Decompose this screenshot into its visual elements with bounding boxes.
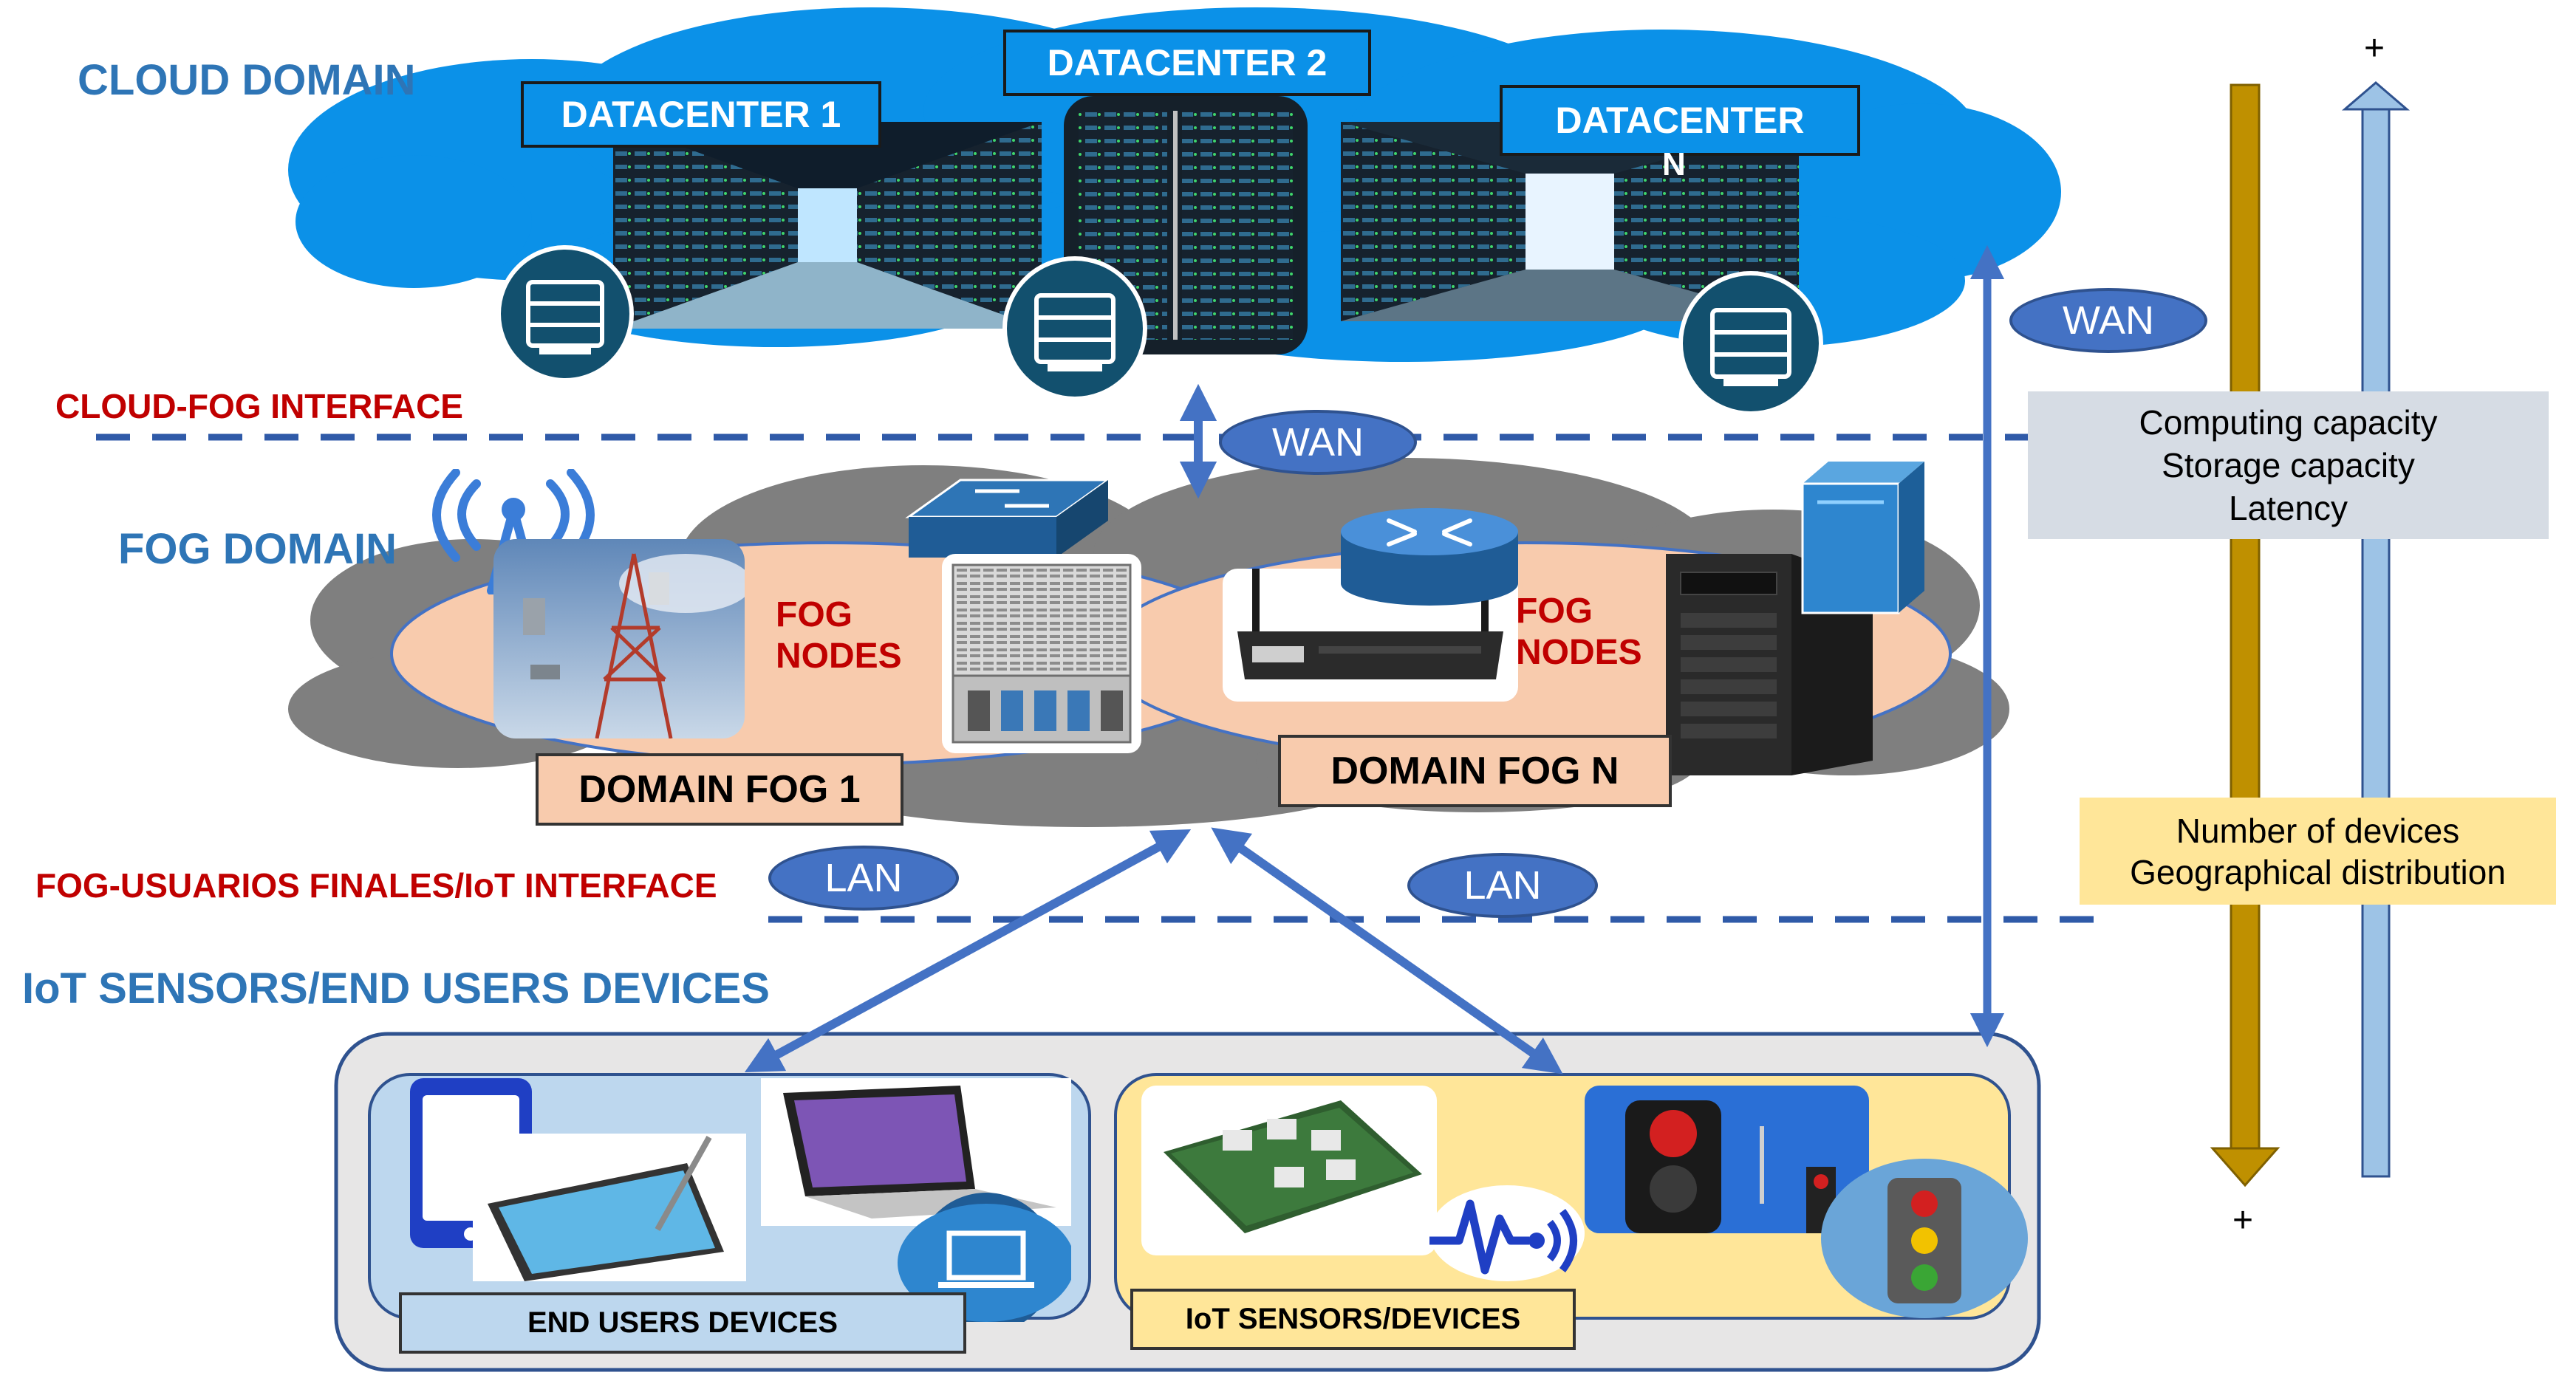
traffic-light-icon [1821,1159,2028,1318]
wan-label-center: WAN [1219,410,1417,475]
domain-fog-1-label: DOMAIN FOG 1 [536,753,903,826]
cloud-domain-label: CLOUD DOMAIN [78,56,416,104]
capacity-box [2028,391,2549,539]
lan-label-left: LAN [768,846,959,911]
datacenter-n-suffix: N [1662,146,1686,182]
computing-capacity-text: Computing capacity [2139,403,2438,442]
datacenter-1-server-icon [496,245,634,383]
datacenter-n-server-icon [1678,271,1823,416]
switch-icon [905,479,1112,558]
number-of-devices-text: Number of devices [2176,811,2460,850]
datacenter-2-label: DATACENTER 2 [1003,30,1371,96]
cloud-fog-interface-label: CLOUD-FOG INTERFACE [55,387,463,425]
devices-text: Number of devices Geographical distribut… [2080,798,2556,905]
fog-nodes-label-2-line2: NODES [1516,633,1642,672]
datacenter-1-label: DATACENTER 1 [521,81,881,148]
tablet-pen-photo [473,1134,746,1281]
storage-capacity-text: Storage capacity [2162,446,2415,484]
iot-board-photo [1141,1086,1437,1255]
wan-label-right: WAN [2009,288,2207,353]
fog-enduser-lan-arrow [744,829,1192,1073]
light-scale-arrow [2341,81,2411,1178]
scale-top-plus: + [2364,29,2385,68]
server-cube-icon [1801,462,1924,614]
sensor-signal-icon [1429,1185,1585,1281]
chassis-photo [942,554,1141,753]
fog-nodes-label-1-line1: FOG [776,595,853,634]
scale-bottom-plus: + [2232,1201,2254,1240]
tower-photo [493,539,745,738]
gold-scale-arrow [2210,83,2281,1187]
end-users-devices-label: END USERS DEVICES [399,1292,966,1354]
datacenter-2-server-icon [1002,256,1147,401]
laptop-icon [898,1193,1071,1322]
fog-nodes-label-1-line2: NODES [776,637,902,676]
devices-box [2080,798,2556,905]
router-icon [1341,508,1518,606]
fog-sensor-lan-arrow [1211,827,1563,1074]
datacenter-1-photo [613,122,1042,329]
latency-text: Latency [2228,489,2348,527]
iot-sensors-devices-label: IoT SENSORS/DEVICES [1130,1289,1576,1350]
capacity-text: Computing capacity Storage capacity Late… [2028,391,2549,539]
fog-nodes-label-1: FOG NODES [776,594,902,677]
fog-iot-interface-label: FOG-USUARIOS FINALES/IoT INTERFACE [35,866,717,905]
datacenter-n-label: DATACENTER [1500,85,1860,156]
fog-domain-label: FOG DOMAIN [118,525,397,573]
iot-domain-label: IoT SENSORS/END USERS DEVICES [22,964,770,1012]
domain-fog-n-label: DOMAIN FOG N [1278,735,1672,807]
geographical-distribution-text: Geographical distribution [2130,852,2506,891]
lan-label-right: LAN [1407,853,1598,918]
fog-nodes-label-2-line1: FOG [1516,592,1593,631]
fog-nodes-label-2: FOG NODES [1516,591,1642,673]
